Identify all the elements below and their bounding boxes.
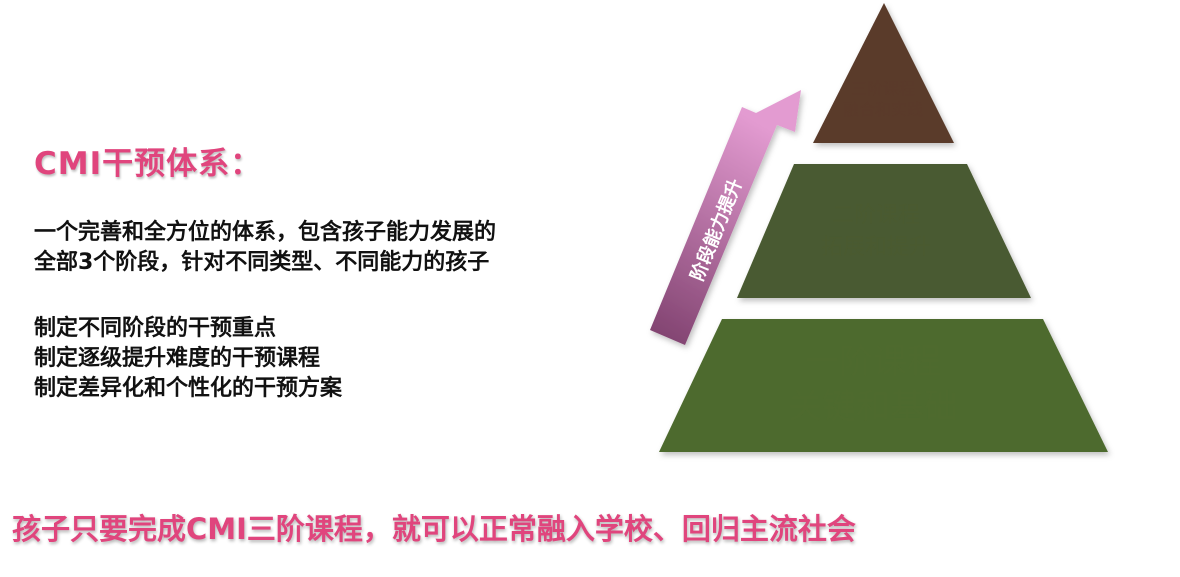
tier3-shape <box>813 3 954 143</box>
intervention-point: 制定逐级提升难度的干预课程 <box>34 346 321 371</box>
tier2-title: 二阶课程 <box>832 203 920 228</box>
tier1-shape <box>659 319 1108 452</box>
conclusion-banner: 孩子只要完成CMI三阶课程，就可以正常融入学校、回归主流社会 <box>12 512 856 546</box>
description-line: 全部3个阶段，针对不同类型、不同能力的孩子 <box>34 250 490 275</box>
arrow-shape <box>650 90 801 345</box>
intervention-points: 制定不同阶段的干预重点 制定逐级提升难度的干预课程 制定差异化和个性化的干预方案 <box>34 314 342 404</box>
description-line: 一个完善和全方位的体系，包含孩子能力发展的 <box>34 220 497 245</box>
intervention-point: 制定差异化和个性化的干预方案 <box>34 376 343 401</box>
tier3-subtitle: 融合和实践 <box>843 100 923 119</box>
page-title: CMI干预体系： <box>34 146 263 182</box>
system-description: 一个完善和全方位的体系，包含孩子能力发展的 全部3个阶段，针对不同类型、不同能力… <box>34 218 496 278</box>
tier1-title: 一阶课程 <box>805 342 941 382</box>
tier3-title: 三阶课程 <box>851 79 915 98</box>
tier1-subtitle: 关键和基础 <box>788 387 958 427</box>
tier2-subtitle: 拓展和提升 <box>821 235 931 260</box>
ability-arrow <box>650 90 801 345</box>
intervention-point: 制定不同阶段的干预重点 <box>34 316 277 341</box>
tier2-shape <box>737 164 1031 298</box>
